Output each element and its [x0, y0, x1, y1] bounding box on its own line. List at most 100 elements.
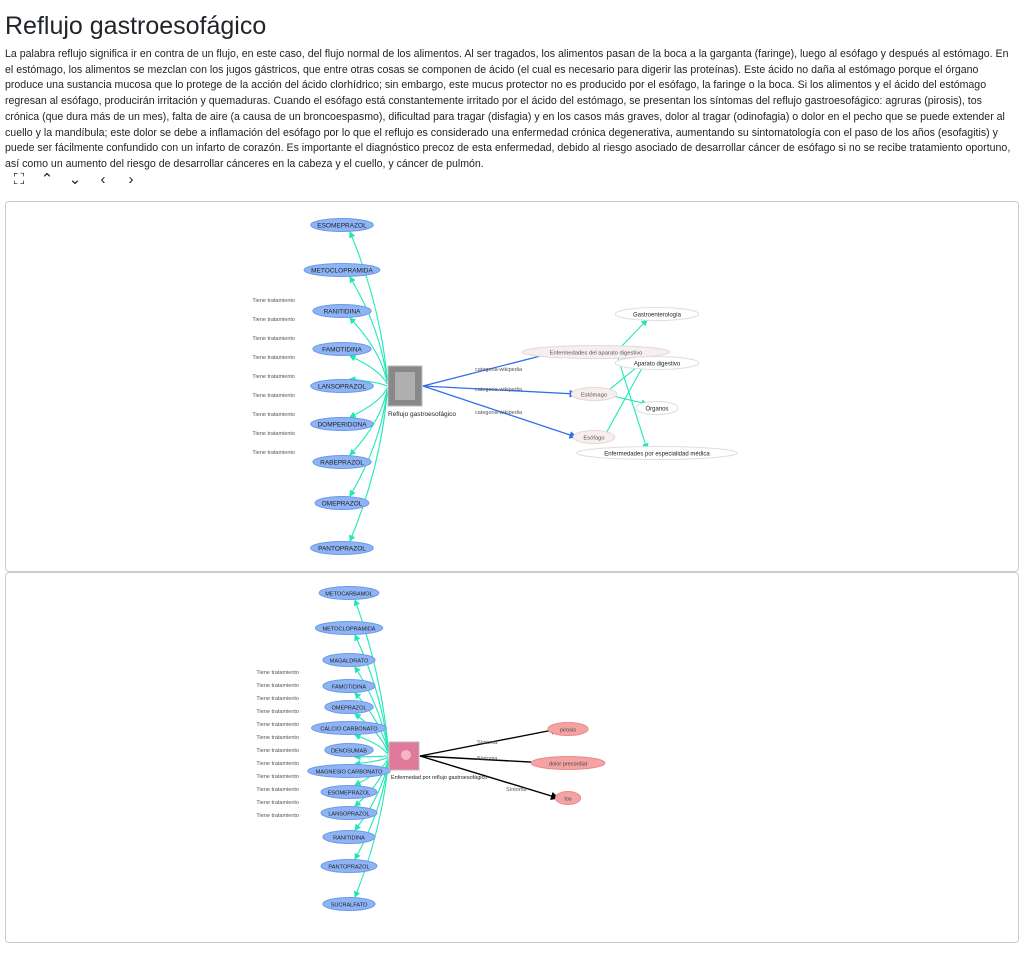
- graph-node[interactable]: [310, 379, 374, 393]
- edge-label: categoria-wikipedia: [475, 367, 523, 373]
- graph-node[interactable]: [320, 785, 378, 799]
- graph-edge: [422, 385, 578, 398]
- edge-label: Tiene tratamiento: [256, 670, 299, 676]
- graph-edge: [349, 391, 388, 497]
- graph-node[interactable]: [530, 756, 606, 770]
- graph-node[interactable]: [311, 721, 387, 735]
- graph-node[interactable]: [547, 722, 589, 736]
- edge-label: Tiene tratamiento: [252, 317, 295, 323]
- node-label[interactable]: SUCRALFATO: [331, 903, 368, 909]
- node-label[interactable]: PANTOPRAZOL: [328, 865, 369, 871]
- graph-node[interactable]: [322, 830, 376, 844]
- graph-node[interactable]: [572, 430, 616, 444]
- graph-node[interactable]: [320, 859, 378, 873]
- graph-node[interactable]: [312, 342, 372, 356]
- graph-node[interactable]: [307, 764, 391, 778]
- graph-node[interactable]: [554, 791, 582, 805]
- graph-node[interactable]: [521, 345, 671, 359]
- graph-node[interactable]: [310, 417, 374, 431]
- node-label[interactable]: FAMOTIDINA: [332, 685, 366, 691]
- graph-edge: [349, 393, 388, 543]
- graph-canvas-1[interactable]: ESOMEPRAZOL METOCLOPRAMIDA RANITIDINA FAMOT…: [6, 202, 1018, 571]
- edge-label: Tiene tratamiento: [252, 412, 295, 418]
- graph-edge: [349, 230, 388, 379]
- center-node-label[interactable]: Reflujo gastroesofágico: [388, 411, 456, 418]
- node-label[interactable]: dolor precordial: [549, 762, 587, 768]
- graph-edge: [349, 387, 388, 418]
- graph-edge: [353, 733, 389, 755]
- node-label[interactable]: Enfermedades por especialidad médica: [604, 452, 710, 458]
- node-label[interactable]: RANITIDINA: [333, 836, 365, 842]
- graph-node[interactable]: [576, 446, 738, 460]
- graph-node[interactable]: [322, 653, 376, 667]
- network-icon[interactable]: ⛶: [13, 170, 25, 188]
- node-label[interactable]: LANSOPRAZOL: [328, 812, 369, 818]
- graph-node[interactable]: [318, 586, 380, 600]
- edge-label: Síntoma: [506, 787, 527, 793]
- graph-panel-1[interactable]: ESOMEPRAZOL METOCLOPRAMIDA RANITIDINA FAMOT…: [5, 201, 1019, 572]
- node-label[interactable]: Enfermedades del aparato digestivo: [550, 351, 643, 357]
- node-label[interactable]: RANITIDINA: [324, 309, 362, 316]
- chevron-down-icon[interactable]: ⌄: [68, 171, 82, 188]
- node-label[interactable]: Aparato digestivo: [634, 362, 681, 368]
- node-label[interactable]: Órganos: [645, 406, 668, 413]
- graph-edge: [353, 598, 389, 748]
- graph-node[interactable]: [614, 307, 700, 321]
- graph-node[interactable]: [314, 496, 370, 510]
- endoscopy-image-detail: [401, 750, 411, 760]
- node-label[interactable]: FAMOTIDINA: [322, 347, 362, 354]
- graph-node[interactable]: [314, 621, 384, 635]
- edge-label: Tiene tratamiento: [256, 683, 299, 689]
- node-label[interactable]: Esófago: [583, 436, 604, 442]
- edge-label: Tiene tratamiento: [256, 774, 299, 780]
- edge-label: Tiene tratamiento: [252, 450, 295, 456]
- graph-node[interactable]: [570, 387, 618, 401]
- graph-panel-2[interactable]: METOCARBAMOL METOCLOPRAMIDA MAGALDRATO FAMO…: [5, 572, 1019, 943]
- edge-label: Tiene tratamiento: [252, 336, 295, 342]
- chevron-left-icon[interactable]: ‹: [100, 170, 106, 188]
- node-label[interactable]: METOCLOPRAMIDA: [322, 627, 375, 633]
- graph-node[interactable]: [303, 263, 381, 277]
- edge-label: Tiene tratamiento: [256, 696, 299, 702]
- node-label[interactable]: pirosis: [560, 728, 576, 734]
- node-label[interactable]: LANSOPRAZOL: [318, 384, 366, 391]
- node-label[interactable]: DENOSUMAB: [331, 749, 367, 755]
- node-label[interactable]: Gastroenterología: [633, 313, 682, 319]
- node-label[interactable]: CALCIO CARBONATO: [320, 727, 378, 733]
- node-label[interactable]: METOCLOPRAMIDA: [311, 268, 373, 275]
- node-label[interactable]: MAGNESIO CARBONATO: [316, 770, 383, 776]
- edge-label: Tiene tratamiento: [256, 748, 299, 754]
- node-label[interactable]: METOCARBAMOL: [325, 592, 372, 598]
- graph-toolbar: ⛶ ⌃ ⌄ ‹ ›: [12, 170, 138, 189]
- graph-node[interactable]: [635, 401, 679, 415]
- center-node-label[interactable]: Enfermedad por reflujo gastroesofágico: [391, 775, 487, 781]
- graph-node[interactable]: [310, 218, 374, 232]
- graph-node[interactable]: [322, 679, 376, 693]
- graph-edge: [354, 666, 389, 751]
- graph-node[interactable]: [312, 304, 372, 318]
- node-label[interactable]: ESOMEPRAZOL: [328, 791, 371, 797]
- graph-node[interactable]: [614, 356, 700, 370]
- node-label[interactable]: OMEPRAZOL: [331, 706, 366, 712]
- node-label[interactable]: PANTOPRAZOL: [318, 546, 366, 553]
- graph-node[interactable]: [324, 743, 374, 757]
- node-label[interactable]: tos: [564, 797, 572, 803]
- graph-node[interactable]: [312, 455, 372, 469]
- node-label[interactable]: ESOMEPRAZOL: [317, 223, 367, 230]
- graph-edge: [419, 755, 560, 800]
- graph-node[interactable]: [310, 541, 374, 555]
- node-label[interactable]: RABEPRAZOL: [320, 460, 364, 467]
- node-label[interactable]: MAGALDRATO: [330, 659, 369, 665]
- graph-canvas-2[interactable]: METOCARBAMOL METOCLOPRAMIDA MAGALDRATO FAMO…: [6, 573, 1018, 942]
- edge-label: Tiene tratamiento: [256, 722, 299, 728]
- chevron-up-icon[interactable]: ⌃: [40, 171, 54, 188]
- graph-node[interactable]: [324, 700, 374, 714]
- graph-edge: [353, 756, 389, 767]
- node-label[interactable]: OMEPRAZOL: [322, 501, 363, 508]
- node-label[interactable]: DOMPERIDONA: [317, 422, 367, 429]
- graph-node[interactable]: [320, 806, 378, 820]
- graph-node[interactable]: [322, 897, 376, 911]
- chevron-right-icon[interactable]: ›: [128, 170, 134, 188]
- xray-image-detail: [395, 372, 415, 400]
- node-label[interactable]: Estómago: [581, 393, 607, 399]
